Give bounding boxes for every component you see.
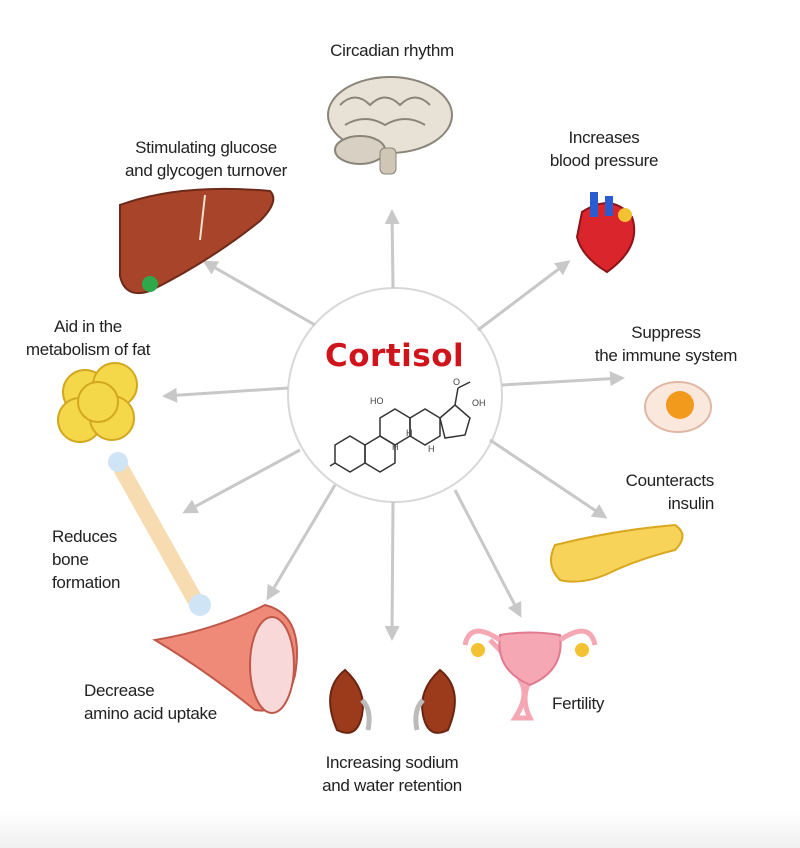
molecule-label-h1: H (392, 442, 399, 452)
molecule-label-oh: OH (472, 398, 486, 408)
arrow-fertility (453, 489, 522, 618)
arrow-circadian (384, 209, 400, 289)
cortisol-molecule-icon (329, 381, 471, 473)
bone-icon (108, 452, 211, 616)
fat-cells-icon (57, 362, 138, 443)
molecule-label-ho: HO (370, 396, 384, 406)
liver-icon (119, 187, 275, 295)
arrow-blood-pressure (477, 260, 571, 332)
muscle-icon (152, 603, 298, 714)
cortisol-title: Cortisol (325, 338, 465, 374)
arrows (162, 209, 625, 641)
brain-icon (327, 76, 453, 175)
immune-cell-icon (644, 381, 712, 433)
kidneys-icon (329, 668, 456, 734)
arrow-insulin (489, 438, 608, 519)
arrow-amino (266, 484, 337, 601)
arrow-bone (182, 448, 301, 514)
label-circadian-rhythm: Circadian rhythm (330, 41, 454, 60)
molecule-label-h3: H (428, 444, 435, 454)
arrow-fat (162, 386, 289, 403)
label-fertility: Fertility (552, 694, 605, 713)
heart-icon (575, 192, 636, 274)
pancreas-icon (550, 523, 684, 583)
center-circle (287, 287, 503, 503)
uterus-icon (462, 628, 598, 721)
molecule-label-h2: H (406, 428, 413, 438)
molecule-label-o: O (453, 377, 461, 387)
arrow-sodium (384, 501, 400, 641)
arrow-immune (501, 371, 625, 387)
arrow-glucose (202, 260, 316, 327)
